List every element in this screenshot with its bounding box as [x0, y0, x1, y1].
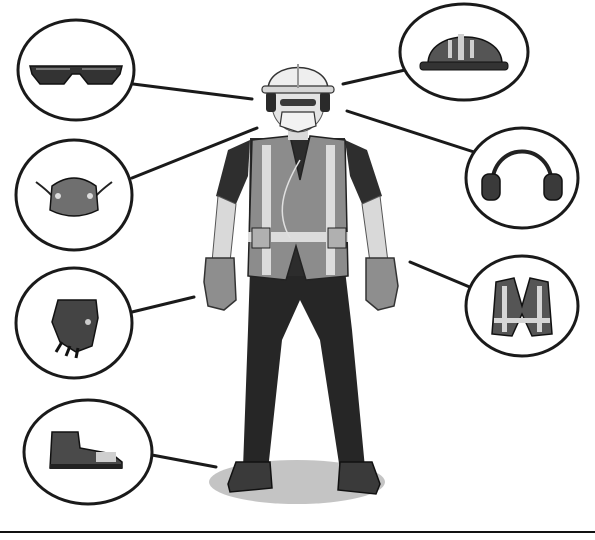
callout-safety-glasses [18, 20, 134, 120]
vest-right-pocket [328, 228, 346, 248]
callout-ear-muffs [466, 128, 578, 228]
face-glasses [280, 99, 316, 106]
right-earmuff [320, 92, 330, 112]
callout-safety-boots [24, 400, 152, 504]
right-boot [338, 462, 380, 494]
connector-safety-boots [152, 455, 216, 467]
left-glove [204, 258, 236, 310]
connector-hard-hat [343, 70, 405, 84]
right-forearm [362, 196, 388, 262]
left-forearm [212, 196, 236, 262]
bottom-divider [0, 531, 595, 533]
left-earmuff [266, 92, 276, 112]
callout-safety-vest [466, 256, 578, 356]
right-sleeve [345, 140, 382, 204]
callout-hard-hat [400, 4, 528, 100]
connector-work-gloves [132, 297, 194, 312]
connector-safety-vest [410, 262, 472, 288]
left-boot [228, 462, 272, 492]
callout-dust-mask [16, 140, 132, 250]
trousers [243, 270, 365, 470]
connector-ear-muffs [347, 111, 474, 152]
vest-left-pocket [252, 228, 270, 248]
callout-work-gloves [16, 268, 132, 378]
right-glove [366, 258, 398, 310]
worker-figure [204, 64, 398, 504]
connector-safety-glasses [133, 84, 252, 99]
left-sleeve [216, 140, 250, 204]
